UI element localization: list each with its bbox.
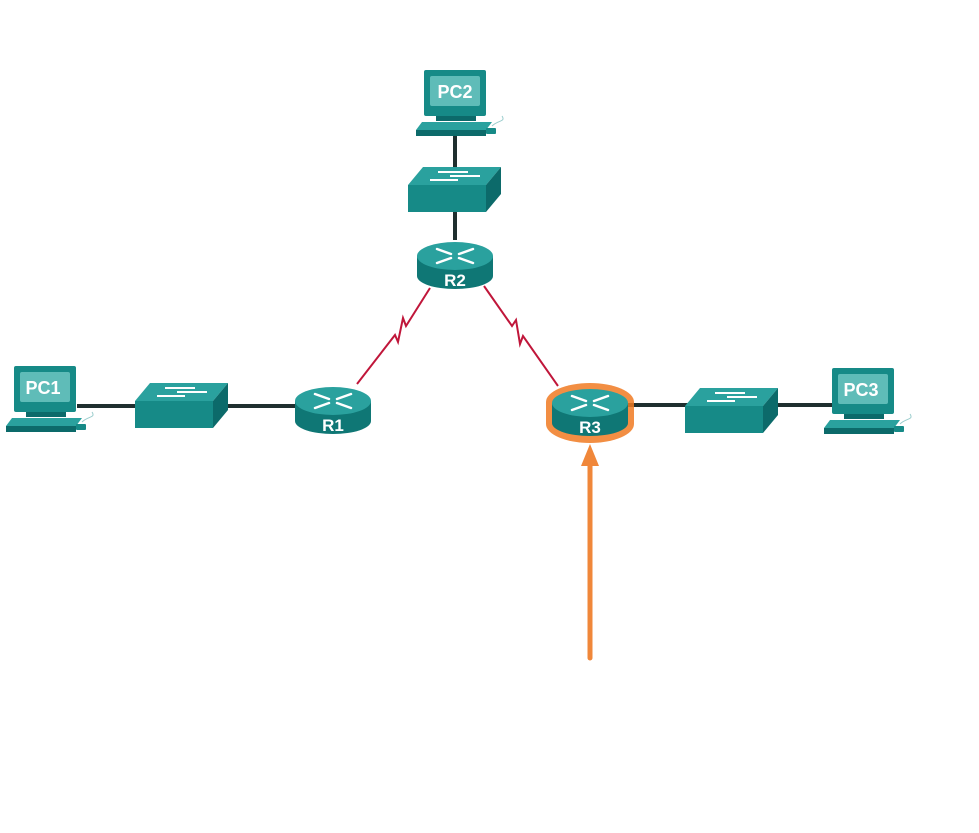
switch3[interactable] xyxy=(684,387,779,434)
pc3[interactable]: PC3 xyxy=(823,367,912,435)
pc-icon xyxy=(415,69,504,137)
arrow-head-icon xyxy=(581,444,599,466)
r1-label: R1 xyxy=(322,416,344,435)
pc-icon xyxy=(823,367,912,435)
pointer-arrow xyxy=(581,444,599,661)
pc2-label: PC2 xyxy=(437,82,472,102)
switch-icon xyxy=(407,166,502,213)
r3-label: R3 xyxy=(579,418,601,437)
serial-link-r2-r3 xyxy=(483,285,559,387)
pc3-label: PC3 xyxy=(843,380,878,400)
router-r2[interactable]: R2 xyxy=(415,240,495,291)
serial-link-r1-r2 xyxy=(356,287,431,385)
pc2[interactable]: PC2 xyxy=(415,69,504,137)
switch-icon xyxy=(684,387,779,434)
router-r3[interactable]: R3 xyxy=(546,383,634,443)
pc1[interactable]: PC1 xyxy=(5,365,94,433)
switch1[interactable] xyxy=(134,382,229,429)
pc-icon xyxy=(5,365,94,433)
ethernet-links xyxy=(77,136,835,408)
r2-label: R2 xyxy=(444,271,466,290)
switch-icon xyxy=(134,382,229,429)
pc1-label: PC1 xyxy=(25,378,60,398)
switch2[interactable] xyxy=(407,166,502,213)
router-r1[interactable]: R1 xyxy=(293,385,373,436)
